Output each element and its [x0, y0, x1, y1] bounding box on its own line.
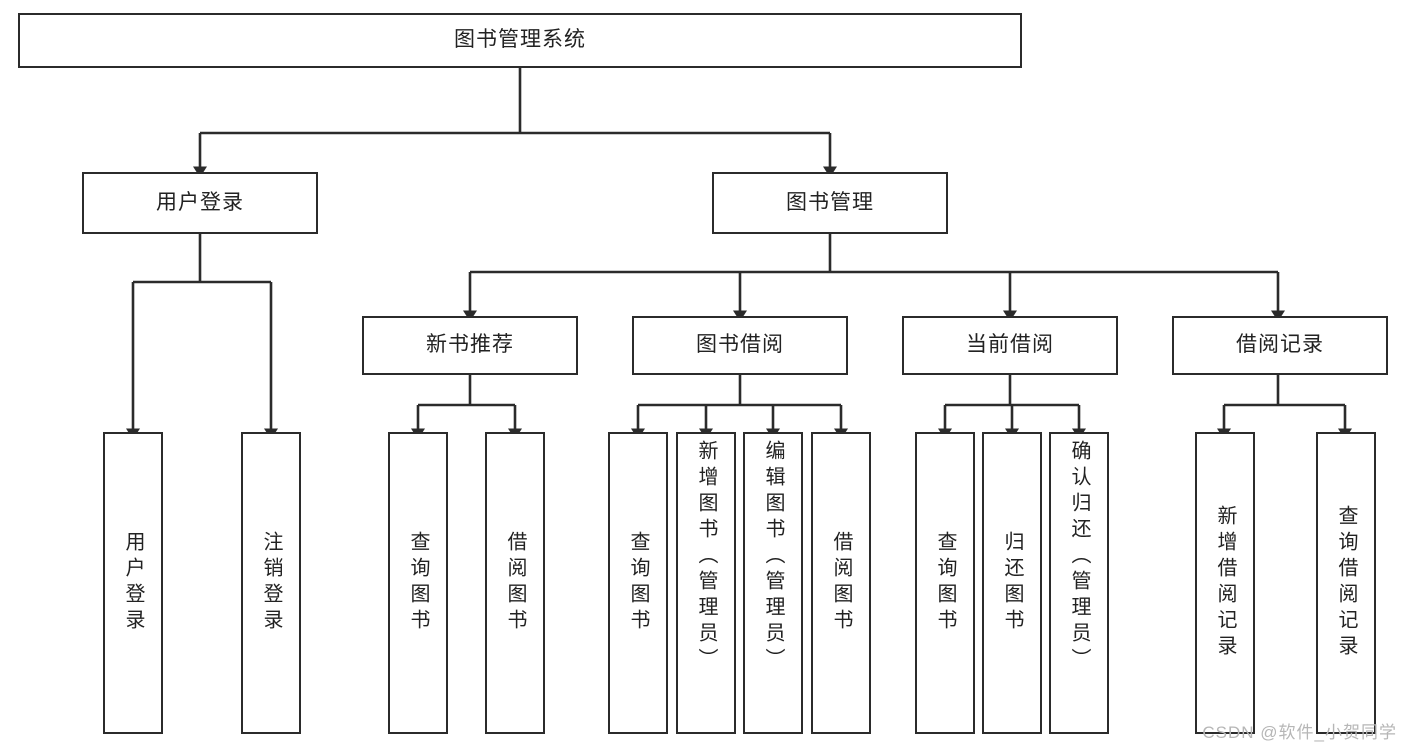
leaf-current-borrow-query-label: 查询图书: [934, 531, 956, 635]
node-current-borrow[interactable]: 当前借阅: [902, 316, 1118, 375]
leaf-new-book-query[interactable]: 查询图书: [388, 432, 448, 734]
leaf-new-book-query-label: 查询图书: [407, 531, 429, 635]
leaf-current-borrow-confirm[interactable]: 确认归还（管理员）: [1049, 432, 1109, 734]
node-root[interactable]: 图书管理系统: [18, 13, 1022, 68]
leaf-book-borrow-edit[interactable]: 编辑图书（管理员）: [743, 432, 803, 734]
leaf-current-borrow-return-label: 归还图书: [1001, 531, 1023, 635]
leaf-current-borrow-confirm-label: 确认归还（管理员）: [1068, 440, 1090, 674]
node-book-management-label: 图书管理: [786, 190, 874, 214]
node-new-book-recommend-label: 新书推荐: [426, 333, 514, 357]
leaf-borrow-record-add-label: 新增借阅记录: [1214, 505, 1236, 661]
leaf-book-borrow-borrow-label: 借阅图书: [830, 531, 852, 635]
leaf-book-borrow-query-label: 查询图书: [627, 531, 649, 635]
leaf-current-borrow-return[interactable]: 归还图书: [982, 432, 1042, 734]
node-book-borrow[interactable]: 图书借阅: [632, 316, 848, 375]
leaf-book-borrow-edit-label: 编辑图书（管理员）: [762, 440, 784, 674]
leaf-book-borrow-add[interactable]: 新增图书（管理员）: [676, 432, 736, 734]
leaf-new-book-borrow[interactable]: 借阅图书: [485, 432, 545, 734]
leaf-new-book-borrow-label: 借阅图书: [504, 531, 526, 635]
node-user-login-label: 用户登录: [156, 190, 244, 214]
leaf-borrow-record-add[interactable]: 新增借阅记录: [1195, 432, 1255, 734]
csdn-watermark: CSDN @软件_小贺同学: [1202, 723, 1397, 742]
node-root-label: 图书管理系统: [454, 28, 586, 52]
leaf-user-login-signin-label: 用户登录: [122, 531, 144, 635]
leaf-borrow-record-query-label: 查询借阅记录: [1335, 505, 1357, 661]
leaf-user-login-signout-label: 注销登录: [260, 531, 282, 635]
leaf-borrow-record-query[interactable]: 查询借阅记录: [1316, 432, 1376, 734]
node-new-book-recommend[interactable]: 新书推荐: [362, 316, 578, 375]
node-book-management[interactable]: 图书管理: [712, 172, 948, 234]
leaf-user-login-signout[interactable]: 注销登录: [241, 432, 301, 734]
node-book-borrow-label: 图书借阅: [696, 333, 784, 357]
node-borrow-record-label: 借阅记录: [1236, 333, 1324, 357]
node-user-login[interactable]: 用户登录: [82, 172, 318, 234]
node-borrow-record[interactable]: 借阅记录: [1172, 316, 1388, 375]
leaf-book-borrow-borrow[interactable]: 借阅图书: [811, 432, 871, 734]
leaf-user-login-signin[interactable]: 用户登录: [103, 432, 163, 734]
leaf-book-borrow-query[interactable]: 查询图书: [608, 432, 668, 734]
node-current-borrow-label: 当前借阅: [966, 333, 1054, 357]
leaf-book-borrow-add-label: 新增图书（管理员）: [695, 440, 717, 674]
leaf-current-borrow-query[interactable]: 查询图书: [915, 432, 975, 734]
